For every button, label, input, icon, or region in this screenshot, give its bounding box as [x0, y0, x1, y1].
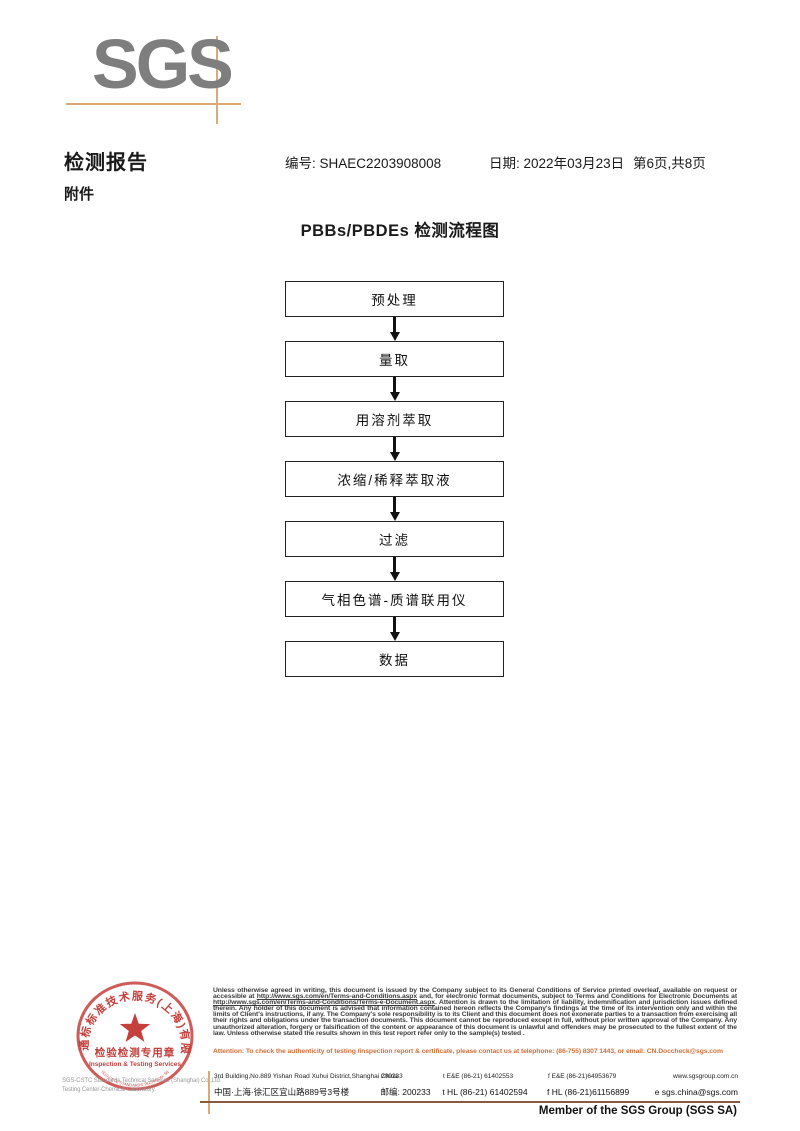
logo-vertical-line — [216, 36, 218, 124]
lab-company-name-line2: Testing Center-Chemical Laboratory. — [62, 1087, 156, 1093]
fax-hl: f HL (86-21)61156899 — [547, 1087, 630, 1097]
sgs-logo: SGS — [92, 25, 234, 103]
lab-company-name-line1: SGS-CSTC Standards Technical Services (S… — [62, 1078, 222, 1084]
report-date: 日期: 2022年03月23日 — [489, 152, 624, 172]
terms-link[interactable]: http://www.sgs.com/en/Terms-and-Conditio… — [256, 993, 418, 1001]
page-indicator: 第6页,共8页 — [633, 156, 706, 171]
footer-horizontal-rule — [200, 1101, 740, 1103]
svg-text:通标标准技术服务(上海)有限公司: 通标标准技术服务(上海)有限公司 — [73, 980, 193, 1056]
footer-vertical-line — [208, 1071, 210, 1114]
flow-step-data: 数据 — [285, 641, 504, 677]
down-arrow-icon — [285, 617, 504, 641]
flowchart-title: PBBs/PBDEs 检测流程图 — [300, 222, 500, 240]
address-block: 3rd Building,No.889 Yishan Road Xuhui Di… — [214, 1073, 738, 1100]
report-title: 检测报告 — [64, 152, 148, 174]
stamp-ring-text: 通标标准技术服务(上海)有限公司 — [73, 980, 192, 1056]
fax-ee: f E&E (86-21)64953679 — [548, 1073, 617, 1080]
attachment-label: 附件 — [64, 186, 95, 203]
stamp-center-line1: 检验检测专用章 — [95, 1046, 176, 1059]
address-cn: 中国·上海·徐汇区宜山路889号3号楼 — [214, 1087, 350, 1097]
report-date-value: 2022年03月23日 — [523, 156, 625, 171]
down-arrow-icon — [285, 437, 504, 461]
flow-step-solvent-extraction: 用溶剂萃取 — [285, 401, 504, 437]
flow-step-measure: 量取 — [285, 341, 504, 377]
legal-text-1: Unless otherwise agreed in writing, this… — [213, 987, 737, 1001]
website-link[interactable]: www.sgsgroup.com.cn — [672, 1073, 738, 1080]
legal-text-3: . Attention is drawn to the limitation o… — [213, 999, 738, 1037]
address-en: 3rd Building,No.889 Yishan Road Xuhui Di… — [214, 1073, 398, 1080]
email-link[interactable]: e sgs.china@sgs.com — [654, 1087, 738, 1097]
address-row-en: 3rd Building,No.889 Yishan Road Xuhui Di… — [214, 1073, 738, 1086]
attention-notice: Attention: To check the authenticity of … — [213, 1048, 723, 1055]
inspection-stamp-seal: 通标标准技术服务(上海)有限公司 检验检测专用章 Inspection & Te… — [73, 980, 194, 1091]
flow-step-filter: 过滤 — [285, 521, 504, 557]
terms-e-document-link[interactable]: http://www.sgs.com/en/Terms-and-Conditio… — [213, 999, 435, 1007]
report-number-value: SHAEC2203908008 — [319, 156, 442, 171]
logo-horizontal-line — [66, 103, 241, 105]
address-row-cn: 中国·上海·徐汇区宜山路889号3号楼 邮编: 200233 t HL (86-… — [214, 1086, 738, 1100]
report-number-label: 编号: — [285, 156, 316, 171]
postcode-en: 200233 — [381, 1073, 403, 1080]
flow-step-concentrate-dilute: 浓缩/稀释萃取液 — [285, 461, 504, 497]
legal-disclaimer: Unless otherwise agreed in writing, this… — [213, 987, 738, 1037]
tel-hl: t HL (86-21) 61402594 — [442, 1087, 528, 1097]
stamp-center-line2: Inspection & Testing Services — [89, 1061, 181, 1068]
down-arrow-icon — [285, 377, 504, 401]
lab-company-name: SGS-CSTC Standards Technical Services (S… — [62, 1077, 222, 1095]
down-arrow-icon — [285, 497, 504, 521]
flow-step-gcms: 气相色谱-质谱联用仪 — [285, 581, 504, 617]
sgs-member-line: Member of the SGS Group (SGS SA) — [538, 1105, 737, 1117]
flow-step-pretreatment: 预处理 — [285, 281, 504, 317]
flowchart: 预处理 量取 用溶剂萃取 浓缩/稀释萃取液 过滤 气相色谱-质谱联用仪 数据 — [285, 281, 504, 677]
report-date-label: 日期: — [489, 156, 520, 171]
report-number: 编号: SHAEC2203908008 — [285, 152, 441, 172]
postcode-cn: 邮编: 200233 — [380, 1087, 431, 1097]
star-icon — [119, 1013, 151, 1042]
legal-text-2: and, for electronic format documents, su… — [417, 993, 737, 1001]
down-arrow-icon — [285, 317, 504, 341]
down-arrow-icon — [285, 557, 504, 581]
tel-ee: t E&E (86-21) 61402553 — [443, 1073, 514, 1080]
